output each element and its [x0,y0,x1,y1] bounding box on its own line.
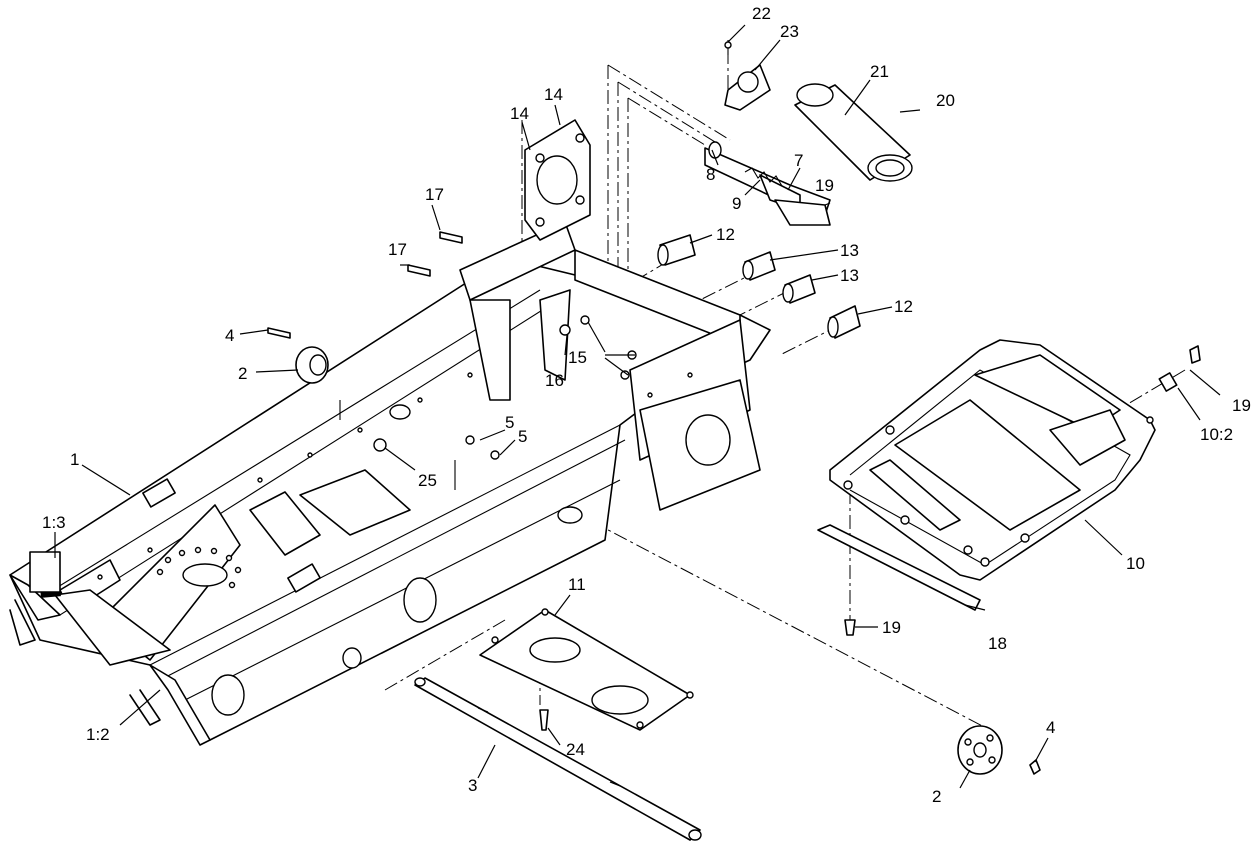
floor-plate-10 [829,339,1178,581]
callout-1-2: 1:2 [86,725,110,744]
callout-9: 9 [732,194,741,213]
callout-2: 2 [932,787,941,806]
callout-10-2: 10:2 [1200,425,1233,444]
callout-17: 17 [388,240,407,259]
callout-21: 21 [870,62,889,81]
flange-2-right [957,725,1003,775]
leader-lines [54,24,1221,789]
callout-17: 17 [425,185,444,204]
callout-labels: 1 1:3 1:2 2 2 3 4 4 5 5 7 8 9 10 10:2 11… [42,4,1251,806]
mount-plate-14 [524,119,591,241]
callout-1: 1 [70,450,79,469]
handle-grip [794,83,913,182]
callout-15: 15 [568,348,587,367]
callout-5: 5 [518,427,527,446]
callout-13: 13 [840,241,859,260]
flange-2-left [295,346,329,384]
callout-22: 22 [752,4,771,23]
callout-4: 4 [1046,718,1055,737]
callout-12: 12 [716,225,735,244]
callout-10: 10 [1126,554,1145,573]
latch-assembly [704,40,831,226]
bumpers [657,234,861,339]
callout-25: 25 [418,471,437,490]
callout-16: 16 [545,371,564,390]
main-frame [9,221,771,746]
callout-19: 19 [882,618,901,637]
callout-14: 14 [510,104,529,123]
rail-18 [817,524,981,611]
callout-7: 7 [794,151,803,170]
callout-18: 18 [988,634,1007,653]
callout-11: 11 [568,575,586,594]
callout-8: 8 [706,165,715,184]
fasteners [267,231,1201,775]
shaft-3 [414,677,702,841]
callout-5: 5 [505,413,514,432]
callout-1-3: 1:3 [42,513,66,532]
mount-bolt-ring [156,546,242,589]
callout-14: 14 [544,85,563,104]
callout-19: 19 [1232,396,1251,415]
callout-19: 19 [815,176,834,195]
callout-4: 4 [225,326,234,345]
callout-2: 2 [238,364,247,383]
callout-13: 13 [840,266,859,285]
callout-24: 24 [566,740,585,759]
callout-12: 12 [894,297,913,316]
callout-3: 3 [468,776,477,795]
callout-23: 23 [780,22,799,41]
cover-plate-11 [479,608,694,731]
callout-20: 20 [936,91,955,110]
